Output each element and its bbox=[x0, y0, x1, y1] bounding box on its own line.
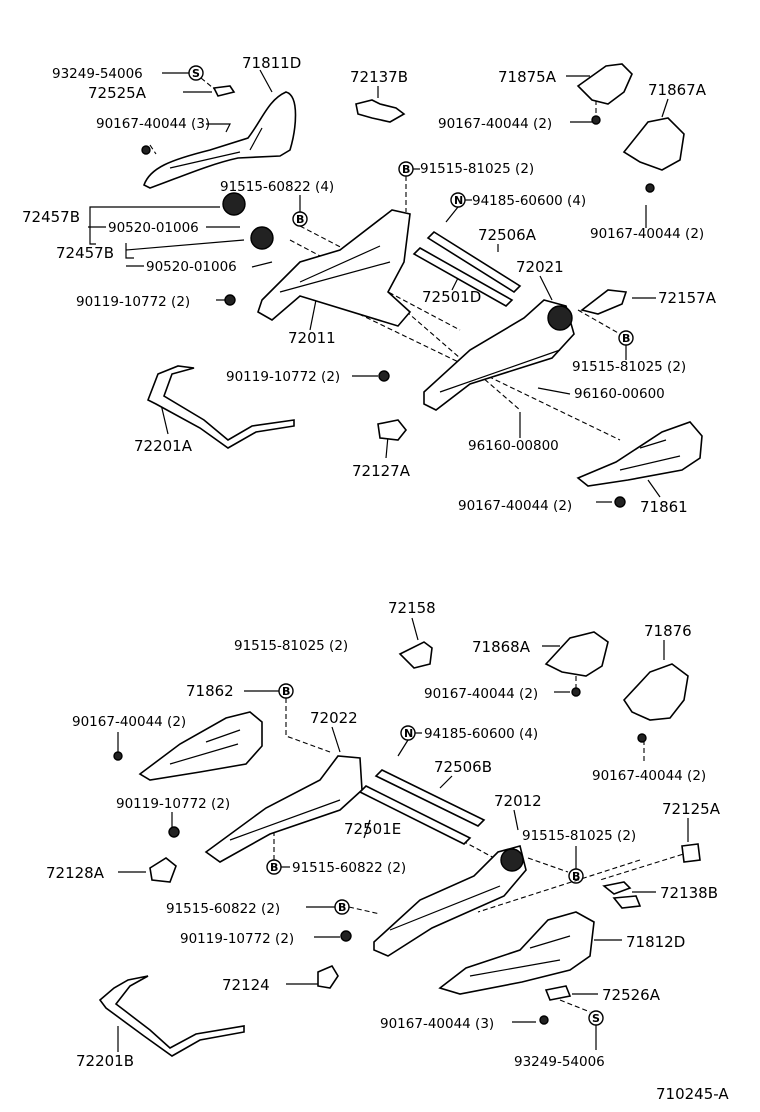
label-72012: 72012 bbox=[494, 792, 542, 810]
part-72022-track bbox=[204, 755, 363, 863]
symbol-s-bottom: S bbox=[588, 1010, 604, 1026]
label-91515-81025-2b-bottom: 91515-81025 (2) bbox=[522, 828, 636, 844]
label-71868A: 71868A bbox=[472, 638, 531, 656]
part-71812d-shield bbox=[438, 911, 595, 995]
label-72022: 72022 bbox=[310, 709, 358, 727]
label-72127A: 72127A bbox=[352, 462, 411, 480]
label-90520-01006-1: 90520-01006 bbox=[108, 220, 199, 236]
svg-text:B: B bbox=[402, 163, 410, 176]
label-90119-10772-2a-bottom: 90119-10772 (2) bbox=[116, 796, 230, 812]
label-90167-40044-2a: 90167-40044 (2) bbox=[438, 116, 552, 132]
label-91515-81025-2: 91515-81025 (2) bbox=[420, 161, 534, 177]
label-71867A: 71867A bbox=[648, 81, 707, 99]
symbol-s-top: S bbox=[188, 65, 204, 81]
label-93249-54006-bottom: 93249-54006 bbox=[514, 1054, 605, 1070]
symbol-b-bottom-3: B bbox=[266, 859, 282, 875]
part-72201a-bar bbox=[146, 365, 295, 449]
label-71811D: 71811D bbox=[242, 54, 301, 72]
label-72125A: 72125A bbox=[662, 800, 721, 818]
label-72201B: 72201B bbox=[76, 1052, 134, 1070]
symbol-b-bottom-1: B bbox=[278, 683, 294, 699]
label-90119-10772-2a: 90119-10772 (2) bbox=[76, 294, 190, 310]
part-72012-track bbox=[373, 845, 527, 957]
label-72526A: 72526A bbox=[602, 986, 661, 1004]
label-91515-81025-2a: 91515-81025 (2) bbox=[234, 638, 348, 654]
symbol-b-bottom-4: B bbox=[334, 899, 350, 915]
label-94185-60600-4-bottom: 94185-60600 (4) bbox=[424, 726, 538, 742]
label-72157A: 72157A bbox=[658, 289, 717, 307]
label-72137B: 72137B bbox=[350, 68, 408, 86]
label-72158: 72158 bbox=[388, 599, 436, 617]
label-72201A: 72201A bbox=[134, 437, 193, 455]
label-90167-40044-3: 90167-40044 (3) bbox=[96, 116, 210, 132]
part-71861-shield bbox=[576, 421, 703, 487]
symbol-b-top-3: B bbox=[618, 330, 634, 346]
label-93249-54006: 93249-54006 bbox=[52, 66, 143, 82]
label-72506B: 72506B bbox=[434, 758, 492, 776]
part-72201b-bar bbox=[98, 975, 245, 1057]
label-90119-10772-2b: 90119-10772 (2) bbox=[226, 369, 340, 385]
label-72501E: 72501E bbox=[344, 820, 401, 838]
svg-text:S: S bbox=[592, 1012, 600, 1025]
part-72021-track bbox=[423, 299, 575, 411]
svg-text:B: B bbox=[296, 213, 304, 226]
svg-text:S: S bbox=[192, 67, 200, 80]
label-71862: 71862 bbox=[186, 682, 234, 700]
svg-text:B: B bbox=[622, 332, 630, 345]
label-90167-40044-2c: 90167-40044 (2) bbox=[458, 498, 572, 514]
symbol-b-top-2: B bbox=[292, 211, 308, 227]
label-72011: 72011 bbox=[288, 329, 336, 347]
label-96160-00600: 96160-00600 bbox=[574, 386, 665, 402]
label-72501D: 72501D bbox=[422, 288, 481, 306]
svg-text:N: N bbox=[404, 727, 413, 740]
label-90167-40044-3-bottom: 90167-40044 (3) bbox=[380, 1016, 494, 1032]
label-72021: 72021 bbox=[516, 258, 564, 276]
label-72457B-1: 72457B bbox=[22, 208, 80, 226]
label-90167-40044-2c-bottom: 90167-40044 (2) bbox=[592, 768, 706, 784]
diagram-code: 710245-A bbox=[656, 1085, 729, 1103]
part-71862-shield bbox=[138, 711, 263, 781]
label-96160-00800: 96160-00800 bbox=[468, 438, 559, 454]
label-91515-60822-4: 91515-60822 (4) bbox=[220, 179, 334, 195]
svg-text:B: B bbox=[338, 901, 346, 914]
label-94185-60600-4: 94185-60600 (4) bbox=[472, 193, 586, 209]
bottom-assembly: 72158 91515-81025 (2) 71868A 71876 71862… bbox=[46, 599, 721, 1070]
svg-text:N: N bbox=[454, 194, 463, 207]
symbol-n-bottom: N bbox=[400, 725, 416, 741]
bottom-parts bbox=[98, 631, 701, 1057]
label-90167-40044-2b-bottom: 90167-40044 (2) bbox=[72, 714, 186, 730]
label-91515-60822-2a: 91515-60822 (2) bbox=[292, 860, 406, 876]
top-assembly: 93249-54006 72525A 71811D 90167-40044 (3… bbox=[22, 54, 717, 516]
label-72525A: 72525A bbox=[88, 84, 147, 102]
label-90167-40044-2a-bottom: 90167-40044 (2) bbox=[424, 686, 538, 702]
label-71876: 71876 bbox=[644, 622, 692, 640]
part-72011-track bbox=[257, 209, 412, 327]
symbol-n-top: N bbox=[450, 192, 466, 208]
svg-text:B: B bbox=[270, 861, 278, 874]
label-72457B-2: 72457B bbox=[56, 244, 114, 262]
label-91515-60822-2b: 91515-60822 (2) bbox=[166, 901, 280, 917]
label-91515-81025-2b: 91515-81025 (2) bbox=[572, 359, 686, 375]
label-72506A: 72506A bbox=[478, 226, 537, 244]
label-72138B: 72138B bbox=[660, 884, 718, 902]
svg-text:B: B bbox=[282, 685, 290, 698]
top-parts bbox=[141, 63, 703, 508]
label-71875A: 71875A bbox=[498, 68, 557, 86]
part-71811d-shield bbox=[143, 91, 297, 189]
label-71812D: 71812D bbox=[626, 933, 685, 951]
svg-text:B: B bbox=[572, 870, 580, 883]
label-72128A: 72128A bbox=[46, 864, 105, 882]
label-72124: 72124 bbox=[222, 976, 270, 994]
label-90119-10772-2b-bottom: 90119-10772 (2) bbox=[180, 931, 294, 947]
symbol-b-top-1: B bbox=[398, 161, 414, 177]
label-90167-40044-2b: 90167-40044 (2) bbox=[590, 226, 704, 242]
label-90520-01006-2: 90520-01006 bbox=[146, 259, 237, 275]
label-71861: 71861 bbox=[640, 498, 688, 516]
